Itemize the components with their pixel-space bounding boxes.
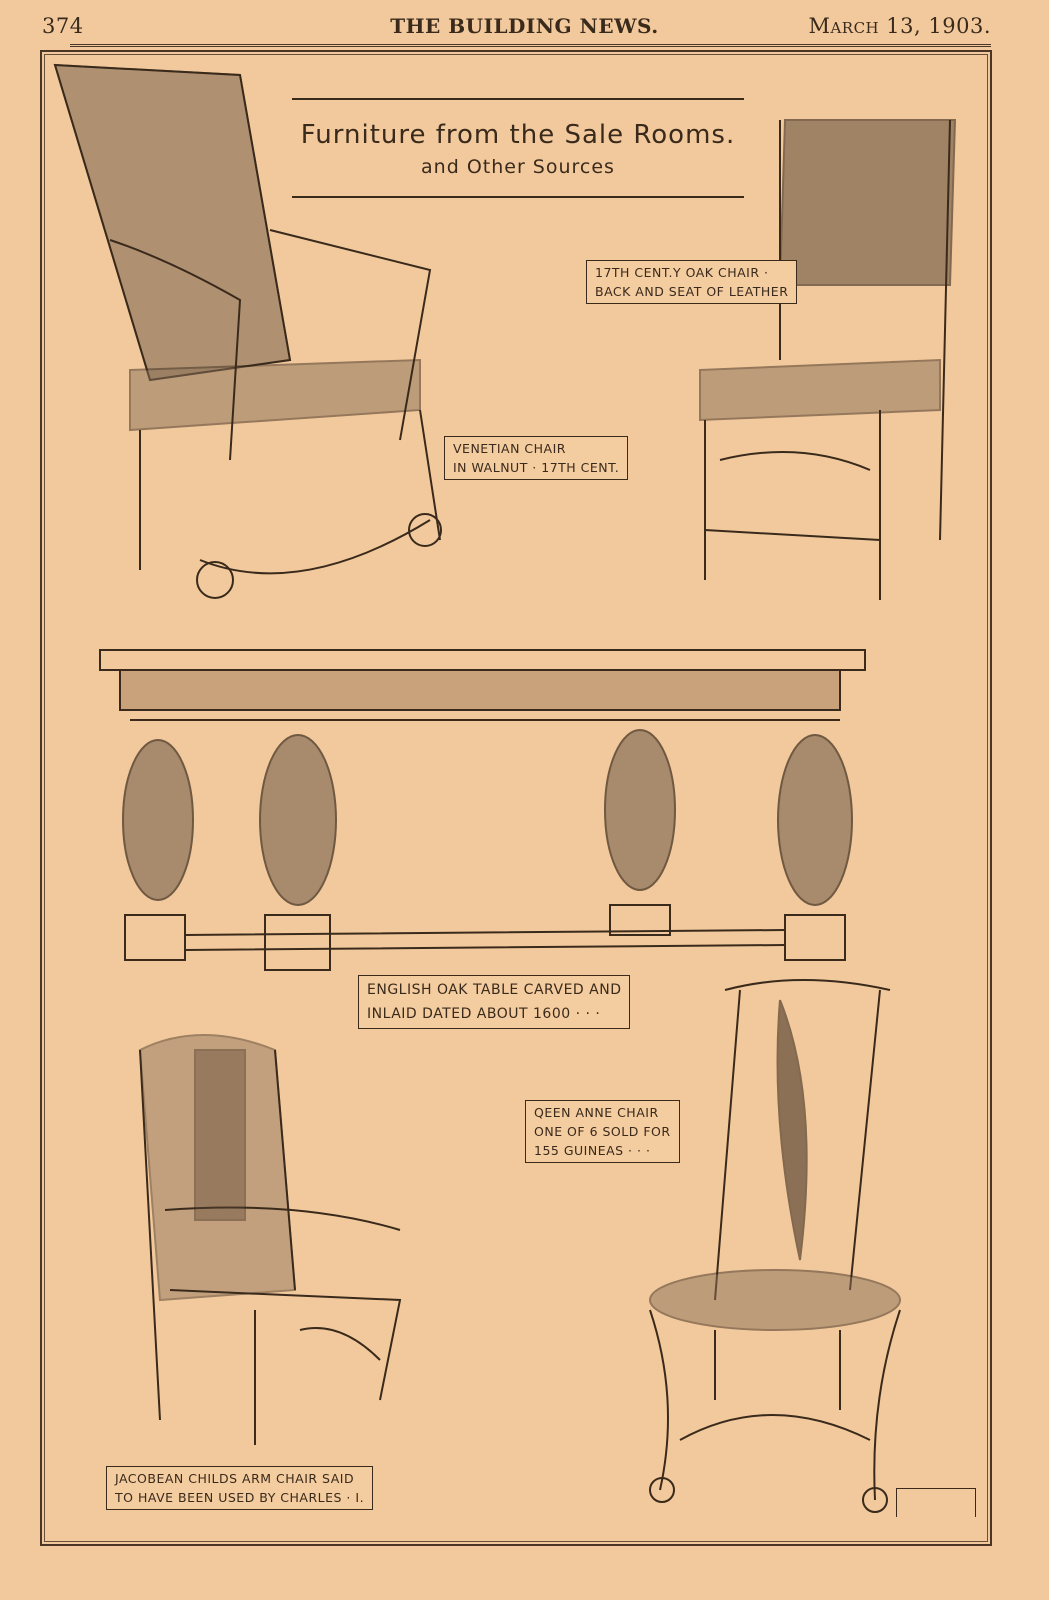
plate-subtitle: and Other Sources [421, 156, 615, 178]
header-rule [70, 44, 991, 47]
jacobean-chair-drawing [138, 1034, 402, 1445]
page-number: 374 [42, 14, 84, 38]
caption-line: English Oak Table Carved and [367, 982, 622, 998]
caption-line: One of 6 Sold for [534, 1124, 671, 1139]
caption-line: Inlaid Dated about 1600 · · · [367, 1006, 601, 1022]
plate-inner-border [44, 54, 988, 1542]
caption-line: Jacobean Childs Arm Chair said [115, 1471, 355, 1486]
caption-line: 155 Guineas · · · [534, 1143, 651, 1158]
caption-line: Qeen Anne Chair [534, 1105, 659, 1120]
caption-line: Back and Seat of Leather [595, 284, 789, 299]
oak-table-drawing [99, 649, 866, 971]
caption-line: 17th Cent.y Oak Chair · [595, 265, 769, 280]
caption-oak-chair: 17th Cent.y Oak Chair · Back and Seat of… [586, 260, 798, 304]
queen-anne-chair-drawing [649, 979, 901, 1513]
caption-venetian-chair: Venetian Chair in Walnut · 17th Cent. [444, 436, 629, 480]
oak-chair-drawing [699, 119, 957, 600]
caption-line: to Have Been Used by Charles · I. [115, 1490, 365, 1505]
caption-table: English Oak Table Carved and Inlaid Date… [358, 975, 631, 1029]
plate-border [40, 50, 992, 1546]
caption-queen-anne-chair: Qeen Anne Chair One of 6 Sold for 155 Gu… [525, 1100, 680, 1163]
issue-date: March 13, 1903. [808, 14, 991, 38]
plate-title: Furniture from the Sale Rooms. [300, 120, 736, 150]
publication-title: THE BUILDING NEWS. [390, 14, 659, 38]
caption-jacobean-chair: Jacobean Childs Arm Chair said to Have B… [106, 1466, 374, 1510]
venetian-chair-drawing [53, 63, 442, 599]
caption-line: in Walnut · 17th Cent. [453, 460, 620, 475]
caption-line: Venetian Chair [453, 441, 566, 456]
plate-title-banner: Furniture from the Sale Rooms. and Other… [292, 98, 744, 198]
artist-signature-box [896, 1488, 976, 1517]
